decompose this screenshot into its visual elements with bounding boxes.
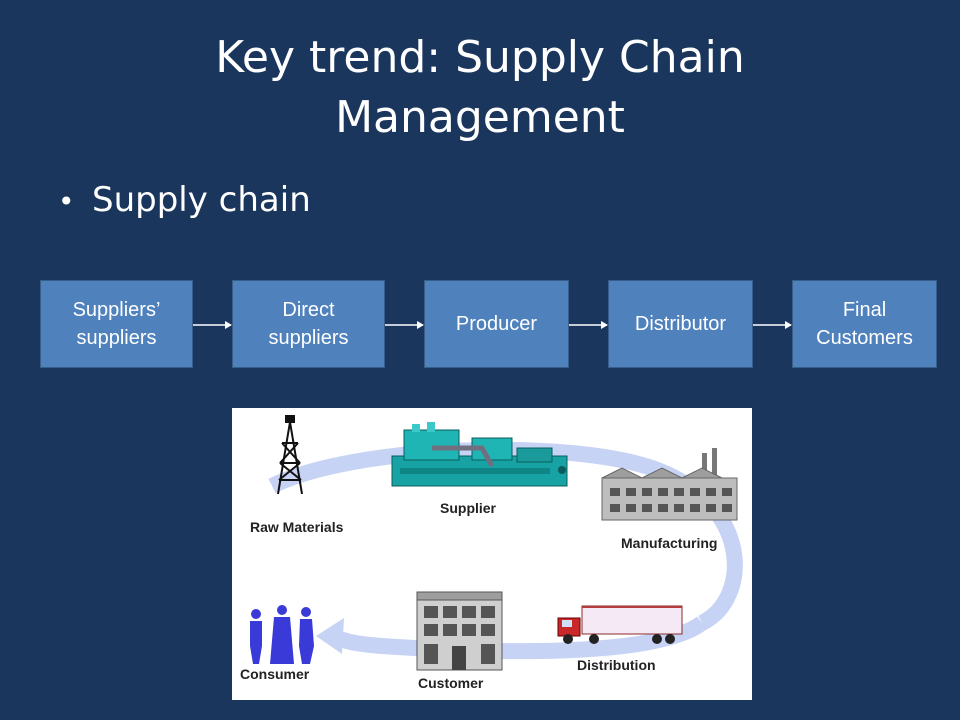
title-line-1: Key trend: Supply Chain <box>215 32 745 83</box>
bullet-item: • Supply chain <box>58 178 311 224</box>
store-building-icon <box>416 591 503 671</box>
label-supplier: Supplier <box>440 500 497 516</box>
flow-arrow-4 <box>753 321 792 329</box>
flow-box-producer: Producer <box>424 280 569 368</box>
flow-box-distributor: Distributor <box>608 280 753 368</box>
supply-chain-illustration: Raw Materials Supplier Manufacturing Dis… <box>232 408 752 700</box>
factory-icon <box>601 448 738 521</box>
truck-icon <box>557 605 683 644</box>
flow-box-direct-suppliers: Direct suppliers <box>232 280 385 368</box>
bullet-text: Supply chain <box>92 180 311 220</box>
cycle-arrow-top <box>268 441 743 631</box>
flow-arrow-3 <box>569 321 608 329</box>
flow-box-line: Distributor <box>634 313 727 335</box>
title-line-2: Management <box>335 92 625 143</box>
supply-cycle-graphic <box>250 415 743 671</box>
flow-box-suppliers-suppliers: Suppliers’ suppliers <box>40 280 193 368</box>
label-consumer: Consumer <box>240 666 310 682</box>
consumers-icon <box>250 605 314 664</box>
flow-box-line: suppliers <box>268 327 349 349</box>
slide-title: Key trend: Supply Chain Management <box>0 28 960 148</box>
flow-box-line: Suppliers’ <box>72 299 161 321</box>
flow-arrow-1 <box>193 321 232 329</box>
oil-derrick-icon <box>277 415 303 495</box>
flow-box-line: Final <box>842 299 887 321</box>
label-manufacturing: Manufacturing <box>621 535 718 551</box>
label-distribution: Distribution <box>577 657 656 673</box>
label-customer: Customer <box>418 675 484 691</box>
cycle-arrowhead-icon <box>316 618 344 654</box>
supplier-plant-icon <box>391 422 568 487</box>
label-raw-materials: Raw Materials <box>250 519 344 535</box>
flow-box-line: Producer <box>455 313 538 335</box>
flow-box-line: Direct <box>282 299 335 321</box>
flow-box-line: Customers <box>816 327 913 349</box>
flow-box-line: suppliers <box>76 327 157 349</box>
flow-arrow-2 <box>385 321 424 329</box>
bullet-dot-icon: • <box>58 185 75 218</box>
